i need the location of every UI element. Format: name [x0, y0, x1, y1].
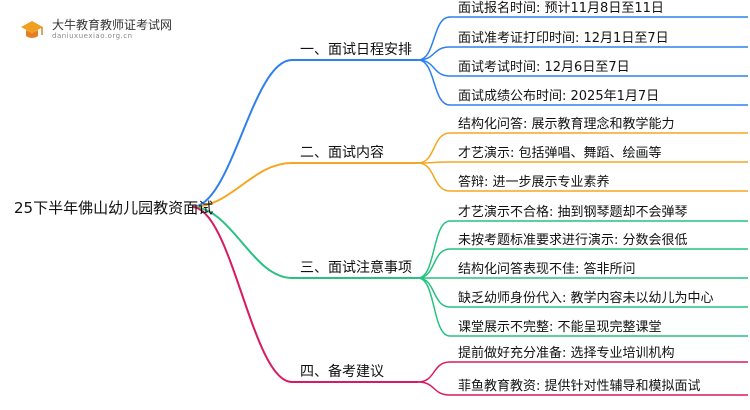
leaf-connector [417, 361, 451, 383]
branch-connector [191, 162, 293, 208]
leaf-label: 未按考题标准要求进行演示: 分数会很低 [458, 232, 688, 248]
branch-connector [191, 206, 293, 383]
watermark-name: 大牛教育教师证考试网 [52, 17, 173, 32]
mindmap-edges [191, 16, 748, 396]
leaf-label: 课堂展示不完整: 不能呈现完整课堂 [458, 320, 662, 335]
leaf-connector [417, 59, 451, 106]
leaf-connector [417, 132, 451, 164]
branch-label: 二、面试内容 [300, 144, 384, 161]
leaf-label: 提前做好充分准备: 选择专业培训机构 [458, 345, 675, 361]
leaf-connector [417, 248, 451, 279]
leaf-label: 面试准考证打印时间: 12月1日至7日 [458, 31, 669, 46]
leaf-label: 结构化问答: 展示教育理念和教学能力 [458, 116, 675, 132]
leaf-connector [417, 277, 451, 337]
leaf-label: 面试考试时间: 12月6日至7日 [458, 60, 630, 75]
leaf-connector [417, 381, 451, 396]
mindmap-nodes: 25下半年佛山幼儿园教资面试 一、面试日程安排 面试报名时间: 预计11月8日至11… [14, 0, 714, 394]
leaf-label: 菲鱼教育教资: 提供针对性辅导和模拟面试 [458, 378, 701, 394]
leaf-connector [417, 59, 451, 77]
branch-connector [191, 206, 293, 279]
branch-label: 三、面试注意事项 [300, 259, 412, 276]
branch-label: 一、面试日程安排 [300, 42, 412, 58]
root-node: 25下半年佛山幼儿园教资面试 [14, 199, 213, 217]
leaf-label: 答辩: 进一步展示专业素养 [458, 174, 610, 190]
leaf-label: 才艺演示: 包括弹唱、舞蹈、绘画等 [458, 145, 662, 161]
graduation-cap-logo-icon [21, 21, 43, 38]
watermark-url: daniuxuexiao.org.cn [52, 31, 133, 40]
leaf-connector [417, 162, 451, 192]
branch-label: 四、备考建议 [300, 363, 384, 380]
leaf-label: 面试报名时间: 预计11月8日至11日 [458, 0, 664, 16]
branch-connector [191, 59, 293, 208]
leaf-connector [417, 16, 451, 61]
leaf-label: 才艺演示不合格: 抽到钢琴题却不会弹琴 [458, 204, 688, 220]
leaf-label: 结构化问答表现不佳: 答非所问 [458, 261, 636, 277]
leaf-connector [417, 277, 451, 308]
watermark: 大牛教育教师证考试网 daniuxuexiao.org.cn [18, 16, 172, 42]
leaf-label: 面试成绩公布时间: 2025年1月7日 [458, 89, 659, 104]
leaf-label: 缺乏幼师身份代入: 教学内容未以幼儿为中心 [458, 290, 714, 306]
